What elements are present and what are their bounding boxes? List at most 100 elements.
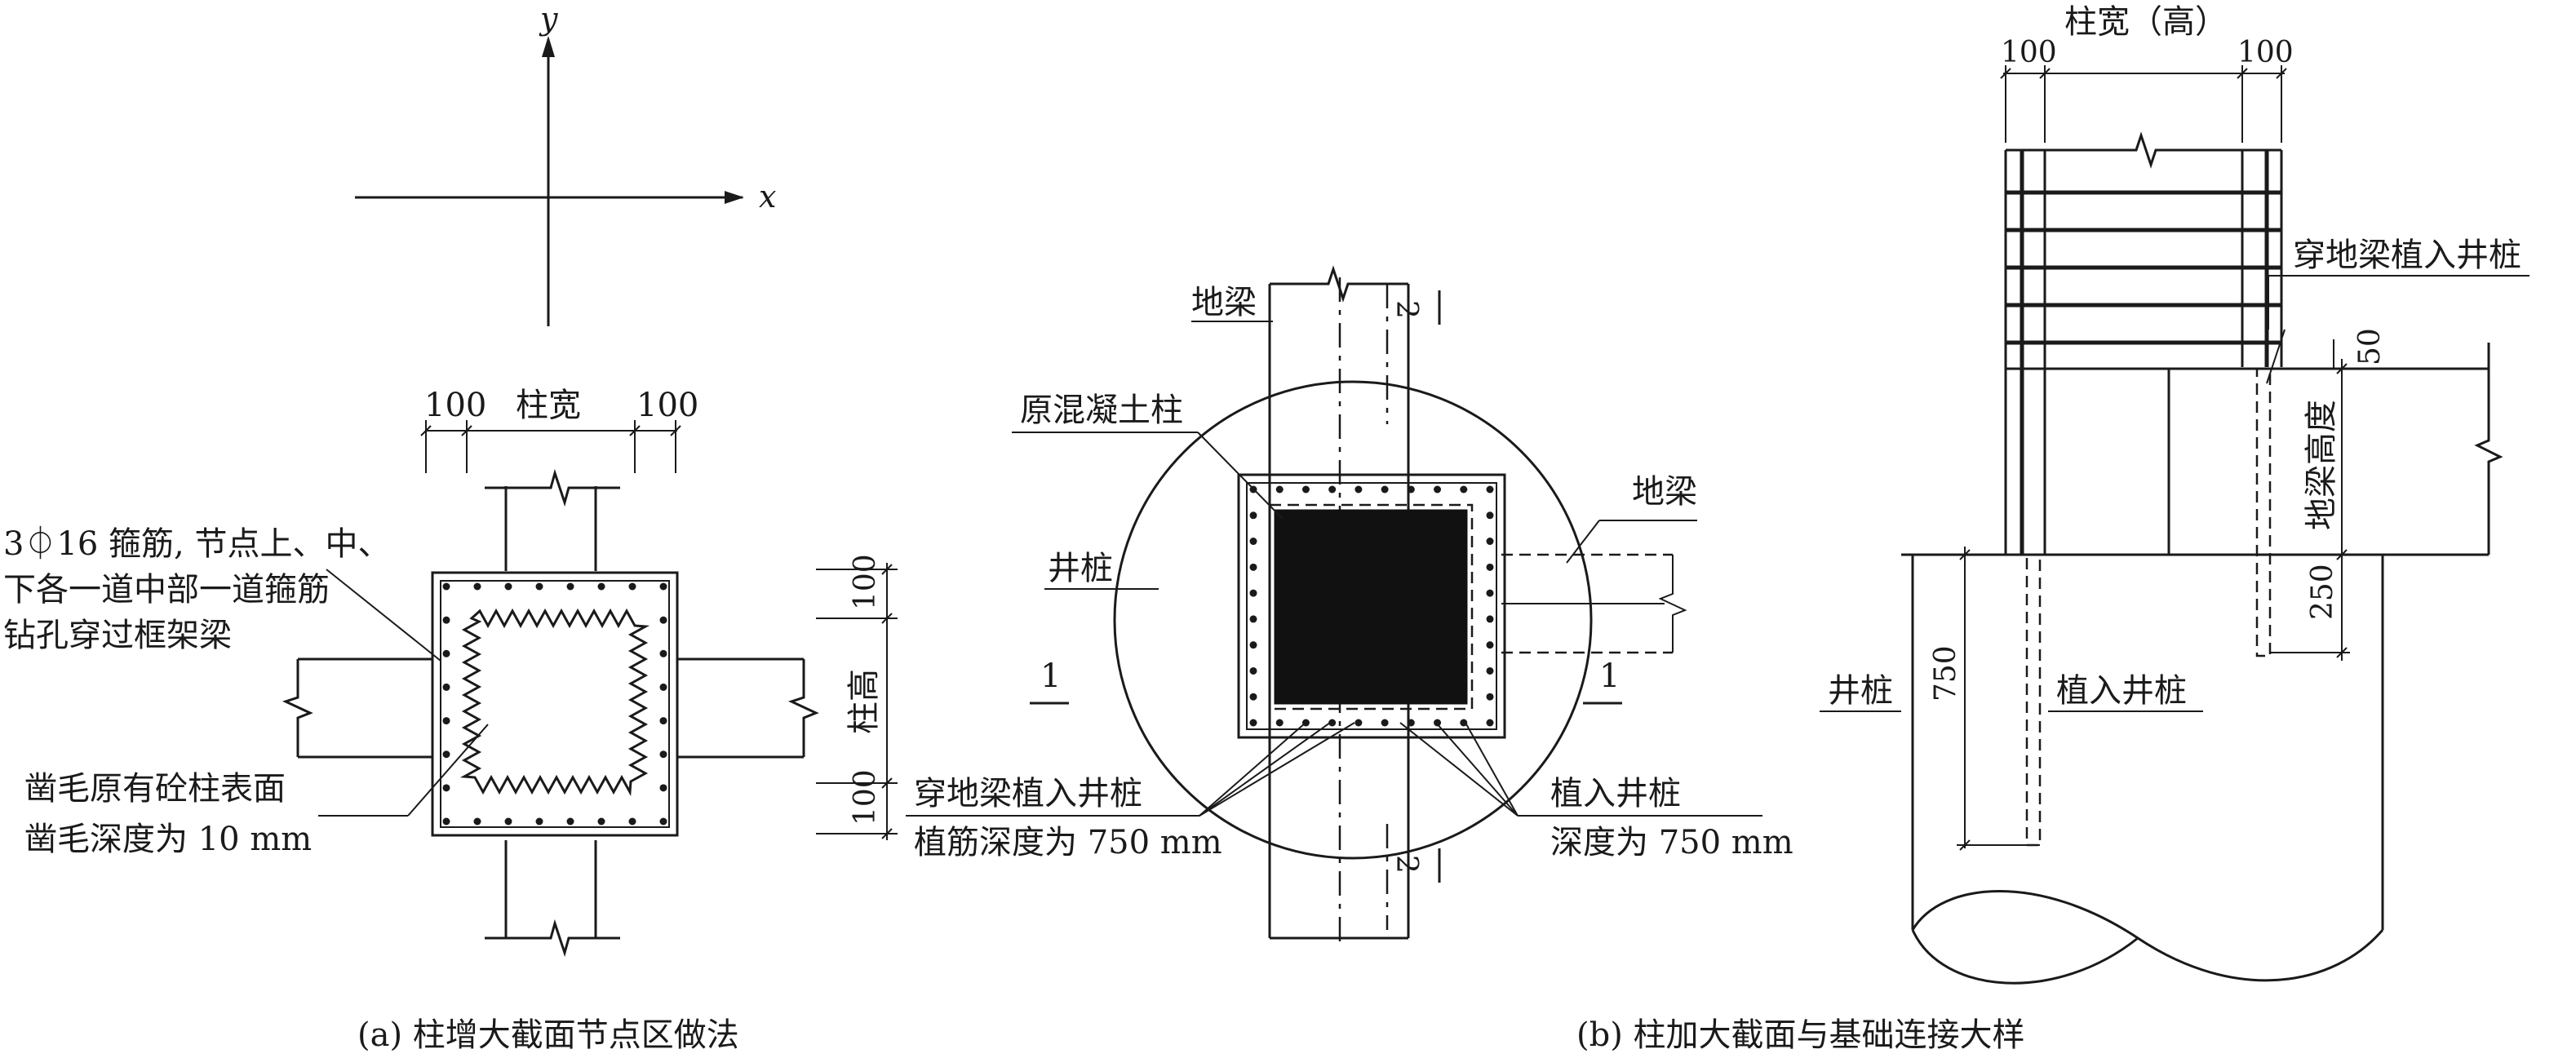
rebar-dot: [1486, 693, 1494, 701]
embed-bar-left: [2025, 553, 2042, 847]
rebar-dot: [1249, 563, 1257, 571]
label-well-pile-section: 井桩: [1828, 672, 1893, 710]
well-pile-circle: [1113, 380, 1593, 860]
rebar-dot: [597, 582, 605, 591]
rebar-dot: [1355, 485, 1363, 494]
panel-b-section: 柱宽（高） 100 100: [1820, 3, 2529, 985]
dim-width-label: 柱宽: [516, 387, 581, 424]
rebar-dot: [566, 582, 574, 591]
beam-right: [677, 657, 819, 759]
rebar-dot: [628, 817, 636, 826]
rebar-dot: [1381, 719, 1389, 727]
rebar-dot: [1275, 485, 1284, 494]
rebar-dot: [535, 817, 543, 826]
section-mark-bottom: 2: [1390, 855, 1423, 874]
caption-b: (b) 柱加大截面与基础连接大样: [1576, 1016, 2025, 1054]
section-dim-right: 100: [2237, 36, 2294, 69]
rebar-dot: [1249, 693, 1257, 701]
stirrups: [2006, 190, 2281, 345]
rebar-dot: [442, 582, 450, 591]
rebar-dot: [1460, 719, 1468, 727]
note-stirrup-line2: 下各一道中部一道箍筋: [3, 571, 330, 609]
section-dim-250: 250: [2306, 564, 2339, 620]
axis-x-label: x: [759, 179, 776, 215]
section-dim-beam-height: 地梁高度: [2303, 400, 2340, 530]
rebar-dot: [1486, 719, 1494, 727]
original-column-in-beam: [2043, 367, 2170, 556]
rebar-dot: [659, 750, 667, 759]
rebar-dot: [1486, 666, 1494, 675]
rebar-dot: [442, 717, 450, 725]
section-mark-right: 1: [1599, 657, 1620, 695]
section-mark-left: 1: [1040, 657, 1061, 695]
rebar-dot: [566, 817, 574, 826]
rebar-dot: [1486, 538, 1494, 546]
rebar-dot: [1249, 538, 1257, 546]
label-ground-beam-top: 地梁: [1191, 284, 1257, 321]
rebar-dot: [442, 750, 450, 759]
rebar-dot: [1249, 666, 1257, 675]
dim-height-label: 柱高: [845, 669, 883, 734]
dimension-right: 100 柱高 100: [816, 554, 898, 840]
rebar-dot: [1249, 719, 1257, 727]
rebar-dot: [1301, 485, 1310, 494]
dim-bottom-label: 100: [849, 769, 882, 826]
rebar-dot: [1434, 719, 1442, 727]
rebar-dot: [1486, 615, 1494, 623]
rebar-dot: [659, 717, 667, 725]
rebar-dot: [504, 817, 512, 826]
label-original-column: 原混凝土柱: [1020, 392, 1183, 429]
enlarged-section: [431, 571, 679, 837]
note-plan-left-line2: 植筋深度为 750 mm: [914, 824, 1222, 861]
rebar-dot: [1249, 511, 1257, 520]
rebar-dot: [1328, 485, 1337, 494]
embed-bar-right: [2255, 367, 2272, 657]
rebar-dot: [659, 582, 667, 591]
rebar-dot: [597, 817, 605, 826]
axis-y-label: y: [539, 1, 558, 37]
rebar-dot: [1460, 485, 1468, 494]
rebar-dot: [628, 582, 636, 591]
label-well-pile-plan: 井桩: [1048, 550, 1113, 587]
label-ground-beam-right: 地梁: [1632, 473, 1697, 511]
rebar-dot: [1355, 719, 1363, 727]
dim-right-label: 100: [636, 387, 698, 424]
rebar-dot: [1486, 563, 1494, 571]
rebar-dot: [1434, 485, 1442, 494]
rebar-dot: [1486, 641, 1494, 649]
rebar-dot: [1249, 641, 1257, 649]
rebar-dot: [473, 817, 481, 826]
note-roughen-line1: 凿毛原有砼柱表面: [24, 770, 286, 808]
rebar-dot: [1249, 615, 1257, 623]
rebar-dot: [442, 817, 450, 826]
rebar-dots-a: [442, 582, 667, 826]
dim-left-label: 100: [424, 387, 486, 424]
rebar-dot: [1407, 719, 1415, 727]
beam-left: [282, 657, 432, 759]
note-stirrup-line3: 钻孔穿过框架梁: [3, 617, 232, 654]
rebar-dot: [535, 582, 543, 591]
rebar-dot: [473, 582, 481, 591]
leader-lines-a: [318, 569, 489, 817]
rebar-dot: [442, 649, 450, 657]
axis-cross: x y: [355, 1, 776, 326]
note-plan-left-line1: 穿地梁植入井桩: [914, 775, 1142, 812]
rebar-dot: [659, 616, 667, 624]
rebar-dot: [659, 683, 667, 691]
rebar-dot: [1407, 485, 1415, 494]
panel-b-plan: 1 1 2 2 地梁 原混凝土柱 地梁 井桩 穿地梁植入井桩 植筋深度为 750…: [906, 265, 1793, 946]
section-dim-left: 100: [2001, 36, 2057, 69]
rebar-dot: [659, 784, 667, 792]
note-stirrup-line1: 3⏀16 箍筋, 节点上、中、: [3, 525, 391, 563]
caption-a: (a) 柱增大截面节点区做法: [357, 1016, 739, 1054]
section-mark-top: 2: [1390, 300, 1423, 319]
note-roughen-line2: 凿毛深度为 10 mm: [24, 821, 312, 858]
section-dim-50: 50: [2353, 328, 2387, 365]
dim-top-label: 100: [849, 554, 882, 610]
dimension-top: 100 柱宽 100: [420, 387, 698, 473]
rebar-dot: [1249, 589, 1257, 597]
rebar-dot: [1381, 485, 1389, 494]
original-column-roughened: [459, 608, 650, 797]
column-lower: [485, 840, 620, 958]
